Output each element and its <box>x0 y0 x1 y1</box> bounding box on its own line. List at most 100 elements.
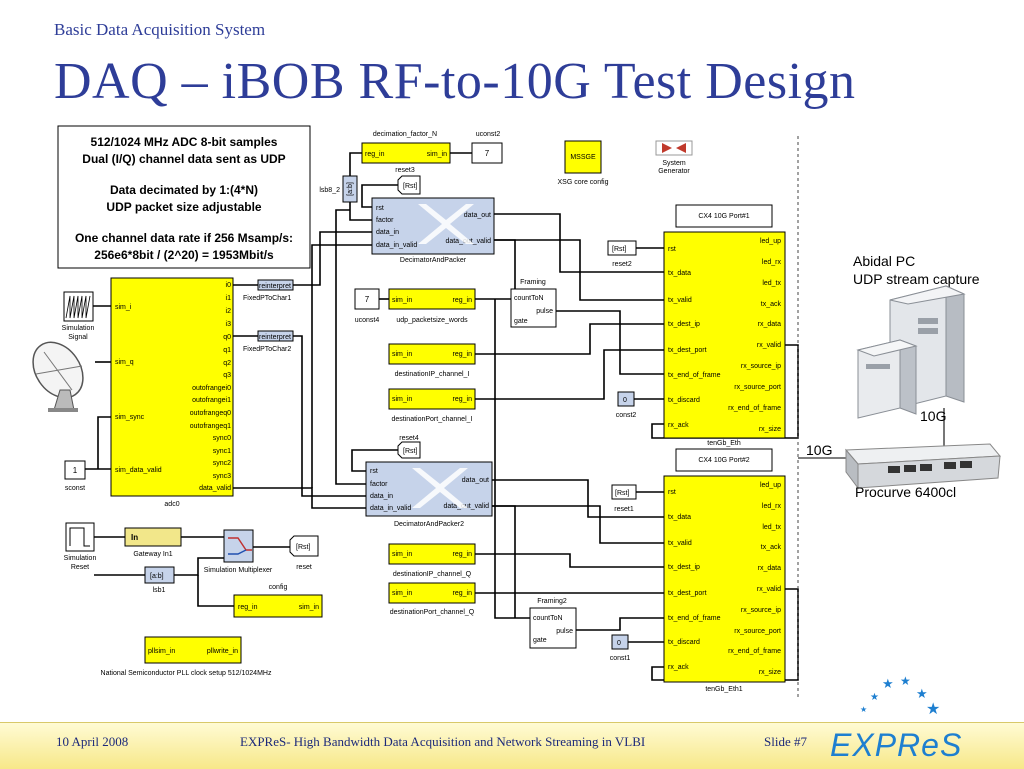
port2-in: tx_dest_port <box>668 590 707 597</box>
port1-out: rx_source_ip <box>741 363 781 370</box>
simulation-multiplexer-block[interactable]: Simulation Multiplexer <box>204 529 273 574</box>
uconst4-block[interactable]: 7 uconst4 <box>354 288 380 324</box>
pll-label: National Semiconductor PLL clock setup 5… <box>101 670 272 677</box>
gateway-label: Gateway In1 <box>133 551 172 558</box>
footer-date: 10 April 2008 <box>56 734 129 749</box>
dap2-port-rst: rst <box>370 468 378 475</box>
dip-i-port-out: reg_in <box>453 351 473 358</box>
link1-label: 10G <box>920 408 946 424</box>
uconst4-label: uconst4 <box>355 317 380 324</box>
dap1-label: DecimatorAndPacker <box>400 257 467 264</box>
reset3-label: reset3 <box>395 167 415 174</box>
adc0-port-out: i0 <box>226 282 232 289</box>
switch-label: Procurve 6400cl <box>855 484 956 500</box>
decimator-and-packer2-block[interactable]: reset4 [Rst] rst factor data_in data_in_… <box>365 435 493 528</box>
dip-i-port-in: sim_in <box>392 351 412 358</box>
fixedptochar1-label: FixedPToChar1 <box>243 295 291 302</box>
network-switch-icon <box>844 443 1002 490</box>
uconst2-block[interactable]: uconst2 7 <box>471 131 503 164</box>
reset-goto-tag[interactable]: [Rst] reset <box>289 535 319 571</box>
xsg-core-config-block[interactable]: MSSGE XSG core config <box>558 140 609 186</box>
adc0-label: adc0 <box>164 501 179 508</box>
const2-label: const2 <box>616 412 637 419</box>
destination-ip-q-block[interactable]: sim_in reg_in destinationIP_channel_Q <box>388 543 476 578</box>
network-links <box>798 408 945 459</box>
ten-gb-eth-port1-block[interactable]: CX4 10G Port#1 rst tx_data tx_valid tx_d… <box>663 204 786 439</box>
port2-in: tx_end_of_frame <box>668 615 721 622</box>
star-icon: ★ <box>882 676 894 691</box>
destination-ip-i-block[interactable]: sim_in reg_in destinationIP_channel_I <box>388 343 476 378</box>
note-line-4: UDP packet size adjustable <box>106 200 262 214</box>
star-icon: ★ <box>926 701 940 718</box>
gateway-in-block[interactable]: In Gateway In1 <box>124 527 182 558</box>
star-icon: ★ <box>900 674 911 688</box>
pll-clock-setup-block[interactable]: pllsim_in pllwrite_in National Semicondu… <box>101 636 272 677</box>
framing2-port-gate: gate <box>533 637 547 644</box>
config-block[interactable]: config reg_in sim_in <box>233 584 323 618</box>
port2-title: CX4 10G Port#2 <box>698 457 749 464</box>
packetsize-block[interactable]: sim_in reg_in udp_packetsize_words <box>388 288 476 324</box>
port2-in: rst <box>668 489 676 496</box>
dap2-port-data-out-valid: data_out_valid <box>443 503 489 510</box>
framing-block[interactable]: Framing countToN gate pulse <box>510 279 557 328</box>
decimation-factor-block[interactable]: decimation_factor_N reg_in sim_in reset3 <box>361 131 451 174</box>
port1-title: CX4 10G Port#1 <box>698 213 749 220</box>
link2-label: 10G <box>806 442 832 458</box>
dap1-port-data-in-valid: data_in_valid <box>376 242 417 249</box>
ten-gb-eth-port2-block[interactable]: CX4 10G Port#2 rst tx_data tx_valid tx_d… <box>663 448 786 693</box>
framing-label: Framing <box>520 279 546 286</box>
const2-block[interactable]: 0 const2 <box>616 391 637 419</box>
port2-in: rx_ack <box>668 664 689 671</box>
sysgen-label-line2: Generator <box>658 168 690 175</box>
slide-title: DAQ – iBOB RF-to-10G Test Design <box>54 53 856 110</box>
adc0-port-out: i2 <box>226 308 232 315</box>
uconst2-value: 7 <box>485 149 490 158</box>
adc0-block[interactable]: sim_i sim_q sim_sync sim_data_valid i0 i… <box>110 277 234 508</box>
reset1-tag[interactable]: [Rst] reset1 <box>611 484 637 513</box>
port2-in: tx_dest_ip <box>668 564 700 571</box>
dip-q-label: destinationIP_channel_Q <box>393 571 472 578</box>
decimator-and-packer-block[interactable]: rst factor data_in data_in_valid data_ou… <box>371 197 495 264</box>
reset-tag-1-text: [Rst] <box>403 183 417 190</box>
pc-label-line2: UDP stream capture <box>853 271 980 287</box>
adc0-port-out: sync2 <box>213 460 231 467</box>
reset-goto-label: reset <box>296 564 312 571</box>
port1-out: led_rx <box>762 259 782 266</box>
lsb1-slice-block[interactable]: [a:b] lsb1 <box>144 566 175 594</box>
expres-logo: ★ ★ ★ ★ ★ ★ EXPReS <box>830 674 961 763</box>
const1-block[interactable]: 0 const1 <box>610 634 631 662</box>
framing2-block[interactable]: Framing2 countToN gate pulse <box>529 598 577 649</box>
uconst2-label: uconst2 <box>476 131 501 138</box>
note-line-5: One channel data rate if 256 Msamp/s: <box>75 231 293 245</box>
reset2-tag[interactable]: [Rst] reset2 <box>607 240 637 268</box>
fixedptochar2-block[interactable]: reinterpret FixedPToChar2 <box>243 330 294 353</box>
dport-q-port-in: sim_in <box>392 590 412 597</box>
sconst-block[interactable]: 1 sconst <box>64 460 86 492</box>
adc0-port-sim-sync: sim_sync <box>115 414 145 421</box>
note-line-6: 256e6*8bit / (2^20) = 1953Mbit/s <box>94 248 274 262</box>
port1-in: tx_end_of_frame <box>668 372 721 379</box>
destination-port-i-block[interactable]: sim_in reg_in destinationPort_channel_I <box>388 388 476 423</box>
port2-in: tx_data <box>668 514 691 521</box>
adc0-port-out: q1 <box>223 347 231 354</box>
fixedptochar1-block[interactable]: reinterpret FixedPToChar1 <box>243 279 294 302</box>
footer-slide-number: Slide #7 <box>764 734 807 749</box>
reset-tag-2[interactable]: [Rst] <box>397 441 421 459</box>
lsb8-slice-block[interactable]: [a:b] lsb8_2 <box>319 175 358 203</box>
dap1-port-factor: factor <box>376 217 394 224</box>
reset2-label: reset2 <box>612 261 632 268</box>
adc0-port-out: i3 <box>226 321 232 328</box>
port1-out: led_up <box>760 238 781 245</box>
reset-tag-1[interactable]: [Rst] <box>397 175 421 195</box>
dap1-port-data-in: data_in <box>376 229 399 236</box>
footer-title: EXPReS- High Bandwidth Data Acquisition … <box>240 734 646 749</box>
decimation-port-out: sim_in <box>427 151 447 158</box>
adc0-port-out: q0 <box>223 334 231 341</box>
const1-label: const1 <box>610 655 631 662</box>
packetsize-port-out: reg_in <box>453 297 473 304</box>
destination-port-q-block[interactable]: sim_in reg_in destinationPort_channel_Q <box>388 582 476 616</box>
